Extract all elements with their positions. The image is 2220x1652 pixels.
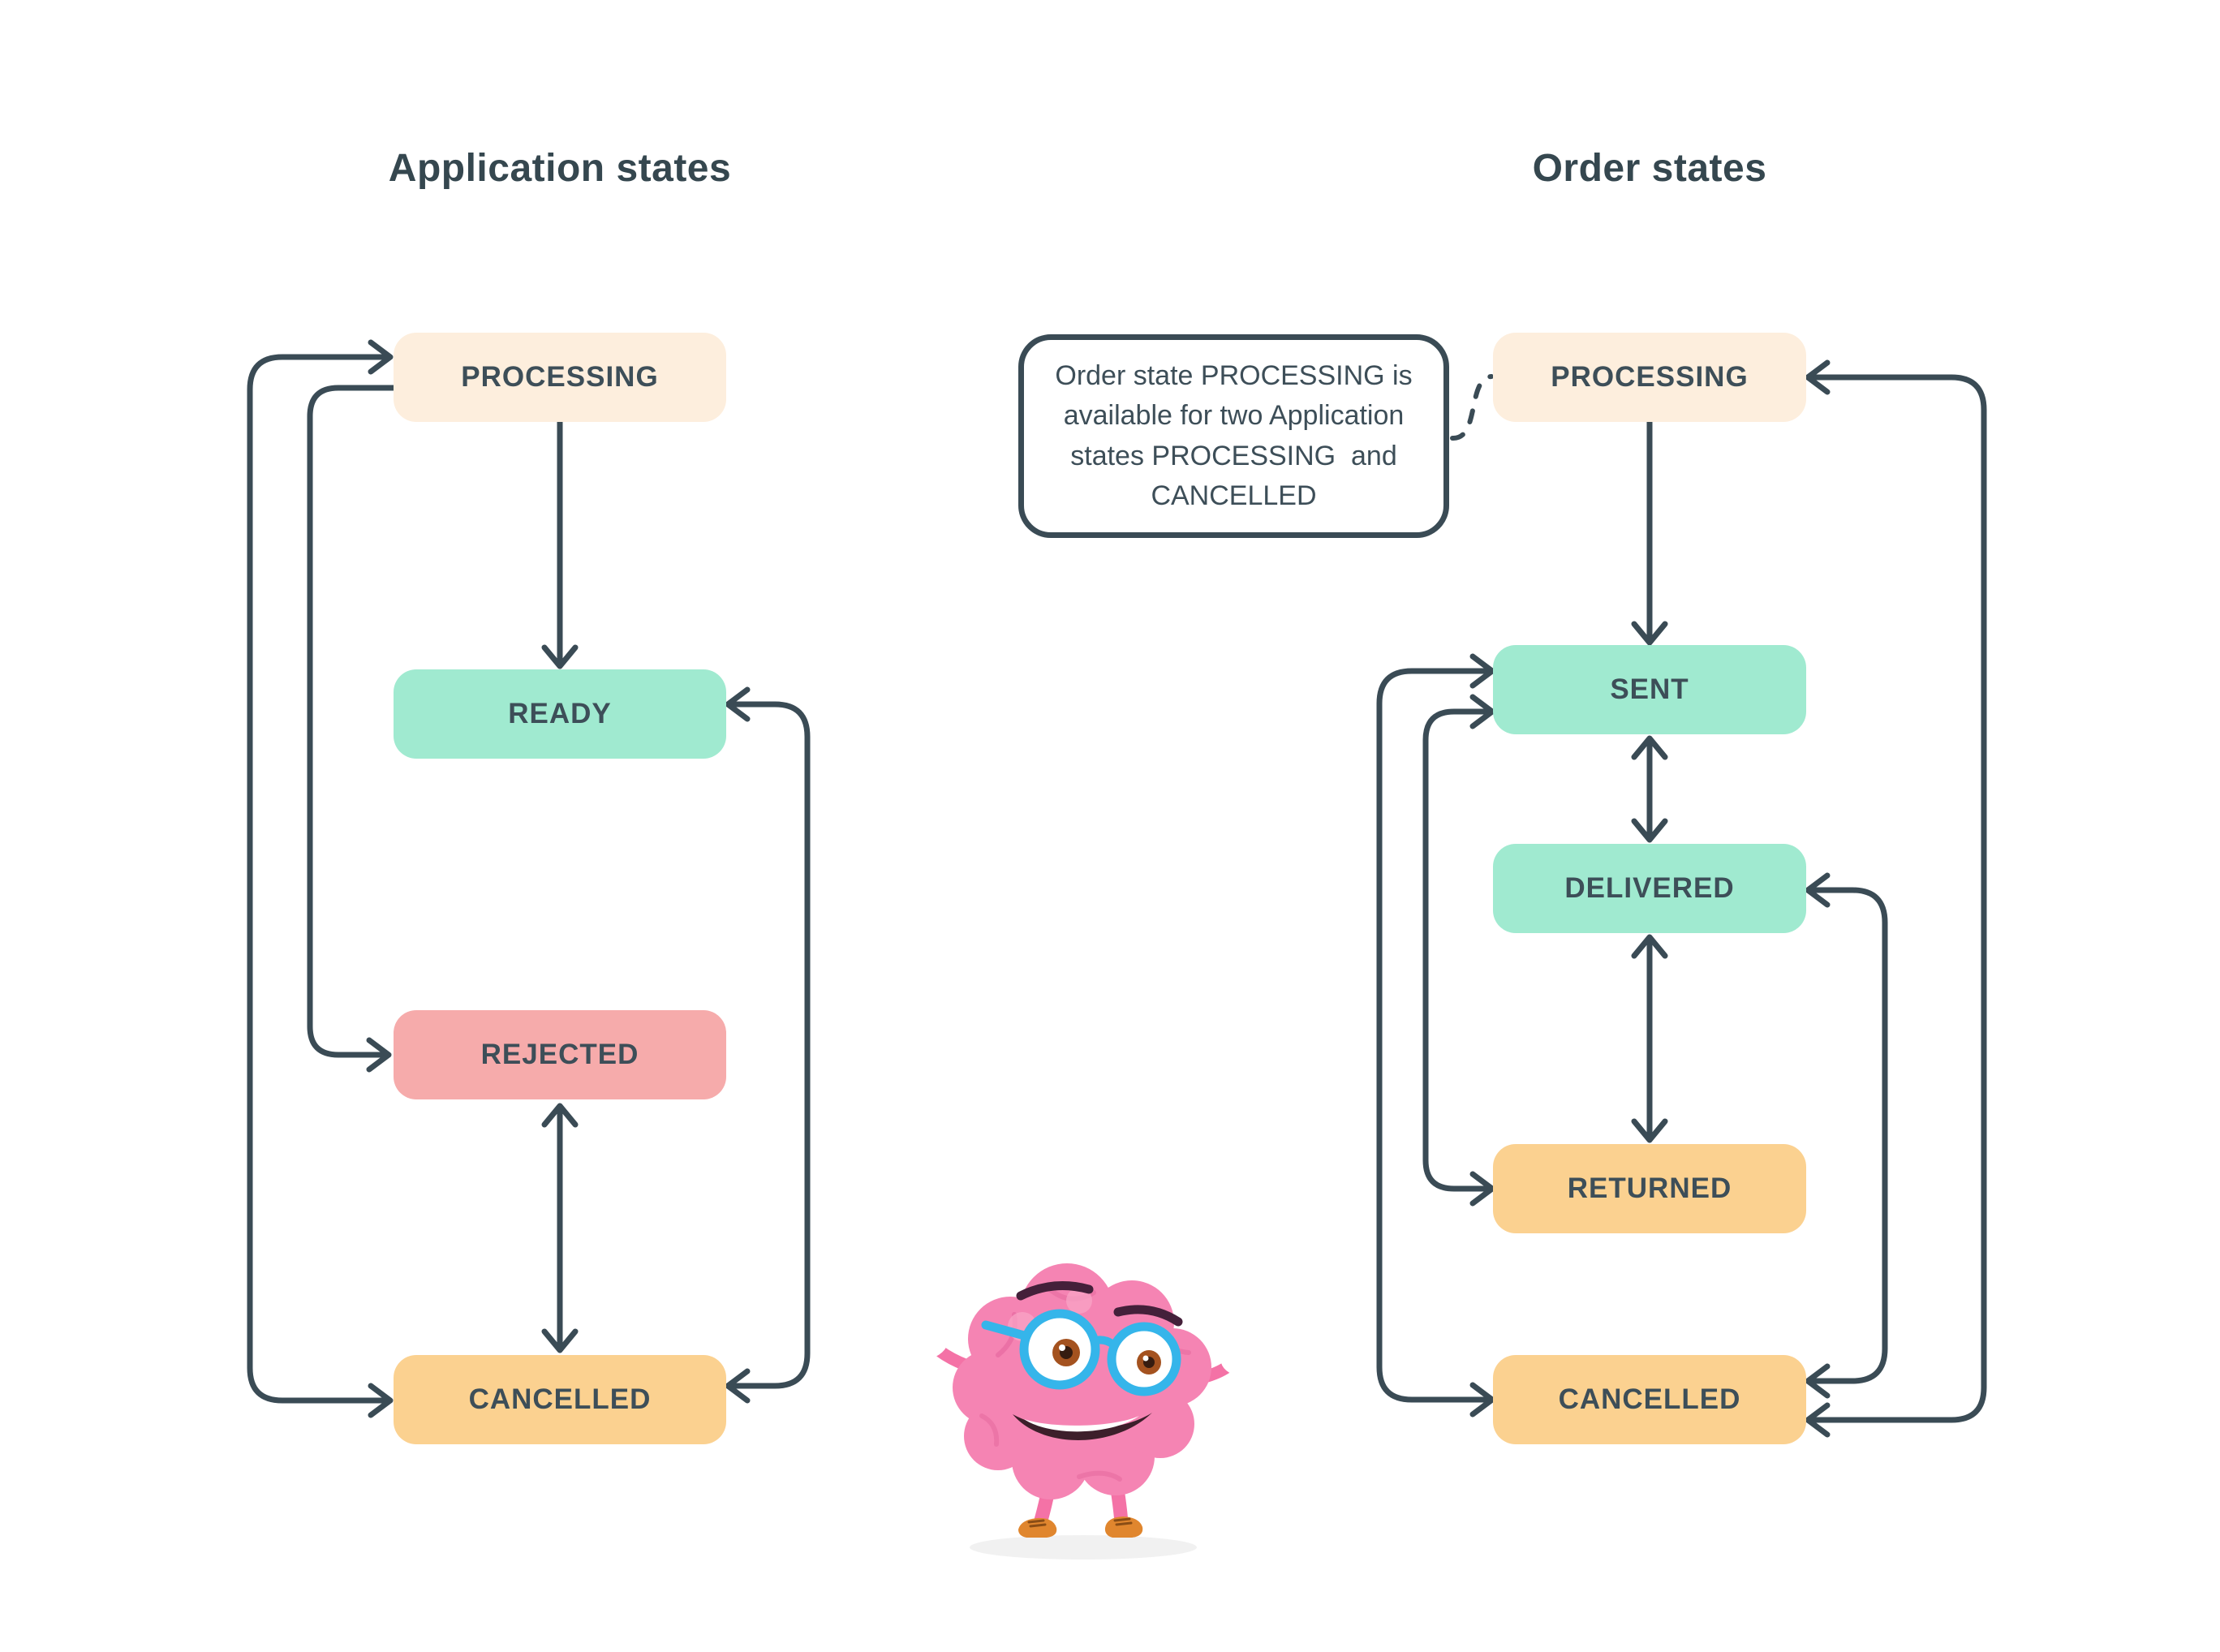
app-state-ready: READY bbox=[394, 669, 726, 759]
order-state-delivered: DELIVERED bbox=[1493, 844, 1806, 933]
order-states-title: Order states bbox=[1532, 147, 1767, 190]
app-state-processing: PROCESSING bbox=[394, 333, 726, 422]
application-states-title: Application states bbox=[388, 147, 732, 190]
eyebrows bbox=[1016, 1281, 1183, 1327]
order-state-processing: PROCESSING bbox=[1493, 333, 1806, 422]
mouth bbox=[1013, 1413, 1152, 1441]
brain-character-illustration bbox=[876, 1262, 1282, 1603]
order-state-cancelled: CANCELLED bbox=[1493, 1355, 1806, 1444]
shoes bbox=[1018, 1516, 1143, 1538]
app-state-rejected: REJECTED bbox=[394, 1010, 726, 1099]
edge-app-processing-rejected bbox=[307, 385, 397, 1073]
callout-line: states PROCESSING and bbox=[1070, 440, 1397, 471]
callout-line: Order state PROCESSING is bbox=[1055, 359, 1413, 391]
edge-order-processing-cancelled-outer-right bbox=[1805, 359, 1987, 1438]
callout-note: Order state PROCESSING is available for … bbox=[1018, 334, 1449, 538]
edge-order-sent-returned-inner-left bbox=[1422, 694, 1495, 1207]
brain-character-svg bbox=[906, 1263, 1259, 1560]
eyes bbox=[1052, 1339, 1161, 1375]
edge-order-processing-sent bbox=[1631, 419, 1668, 646]
app-state-cancelled: CANCELLED bbox=[394, 1355, 726, 1444]
shadow bbox=[970, 1535, 1197, 1560]
edge-app-ready-cancelled-right-loop bbox=[725, 686, 811, 1404]
edge-app-rejected-cancelled bbox=[541, 1103, 579, 1353]
order-state-sent: SENT bbox=[1493, 645, 1806, 734]
callout-line: CANCELLED bbox=[1151, 480, 1317, 511]
edge-app-processing-ready bbox=[541, 419, 579, 669]
edge-app-cancelled-processing-outer-loop bbox=[247, 339, 394, 1418]
edge-order-delivered-cancelled-inner-right bbox=[1805, 872, 1888, 1399]
edge-callout-dashed-connector bbox=[1450, 374, 1494, 441]
order-state-returned: RETURNED bbox=[1493, 1144, 1806, 1233]
edge-order-sent-delivered bbox=[1631, 735, 1668, 843]
callout-line: available for two Application bbox=[1063, 400, 1405, 432]
edge-order-sent-cancelled-outer-left bbox=[1376, 653, 1495, 1418]
edge-order-delivered-returned bbox=[1631, 934, 1668, 1143]
